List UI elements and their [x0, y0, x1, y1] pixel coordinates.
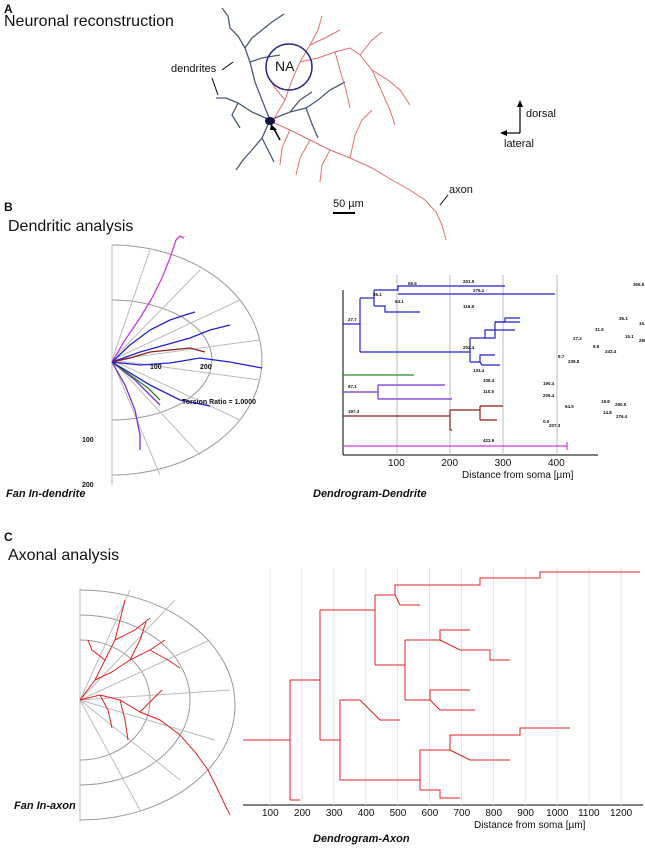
dendrogram-dendrite-tick-100: 100 — [388, 458, 405, 469]
dendrogram-dendrite-tick-300: 300 — [494, 458, 512, 469]
panel-c-title: Axonal analysis — [8, 547, 120, 564]
scale-bar-label: 50 µm — [333, 198, 364, 210]
fan-in-dendrite-caption: Fan In-dendrite — [6, 488, 86, 500]
dendrogram-axon-tick-100: 100 — [262, 808, 279, 819]
dendrite-branch-label: 276.4 — [616, 414, 628, 419]
dendrite-branch-label: 133.4 — [473, 368, 485, 373]
dendrite-branch-label: 19.8 — [601, 399, 610, 404]
fan-dendrite-tick-200-right: 200 — [200, 364, 212, 371]
dendrite-branch-label: 290.5 — [615, 402, 627, 407]
fan-in-axon-caption: Fan In-axon — [14, 800, 76, 812]
neuron-dendrites — [216, 7, 346, 171]
dendrite-branch-label: 422.9 — [483, 438, 495, 443]
dendrite-branch-label: 15.1 — [625, 334, 634, 339]
dendrite-branch-label: 207.3 — [549, 423, 561, 428]
dendrite-branch-label: 116.8 — [463, 304, 475, 309]
dendrogram-dendrite-tick-400: 400 — [548, 458, 565, 469]
dendrite-branch-label: 64.5 — [565, 404, 574, 409]
fan-dendrite-tick-100-right: 100 — [150, 364, 162, 371]
dendrogram-axon-tick-700: 700 — [453, 808, 471, 819]
dorsal-label: dorsal — [526, 108, 556, 120]
fan-dendrite-tick-200-bottom: 200 — [82, 482, 94, 489]
dendrites-label: dendrites — [171, 63, 217, 75]
dendrogram-axon-caption: Dendrogram-Axon — [313, 833, 410, 845]
soma-arrowhead — [270, 124, 277, 130]
dendrite-branch-label: 108.4 — [483, 378, 495, 383]
dendrogram-axon-tick-800: 800 — [485, 808, 503, 819]
dendrite-branch-label: 35.1 — [373, 292, 382, 297]
dendrogram-axon-tick-400: 400 — [357, 808, 375, 819]
axon-pointer — [439, 194, 449, 206]
dendrite-branch-label: 239.8 — [568, 359, 580, 364]
dendrogram-axon-tick-200: 200 — [293, 808, 311, 819]
compass-dorsal-arrow — [517, 100, 523, 107]
dendrite-branch-label: 67.1 — [348, 384, 357, 389]
dendrogram-axon-tick-1000: 1000 — [546, 808, 569, 819]
dendrogram-axon-grid — [269, 568, 622, 805]
fan-in-dendrite — [111, 235, 263, 485]
dendrite-branch-label: 27.2 — [573, 336, 582, 341]
dendrite-branch-label: 276.1 — [473, 288, 485, 293]
dendrogram-axon-tick-500: 500 — [389, 808, 407, 819]
dendrogram-dendrite-labels: 35.155.5201.5305.5276.1353.564.1116.827.… — [348, 279, 645, 443]
dendrite-branch-label: 27.7 — [348, 317, 357, 322]
dendrogram-axon — [243, 568, 643, 806]
fan-dendrite-tick-100-bottom: 100 — [82, 437, 94, 444]
dendrite-branch-label: 305.5 — [633, 282, 645, 287]
dendrite-branch-label: 202.4 — [463, 345, 475, 350]
dendrite-branch-label: 197.3 — [348, 409, 360, 414]
dendrite-branch-label: 201.5 — [463, 279, 475, 284]
dendrite-branch-label: 205.4 — [543, 393, 555, 398]
panel-b-letter: B — [4, 200, 13, 214]
dendrite-branch-label: 55.5 — [408, 281, 417, 286]
na-label: NA — [275, 58, 295, 74]
dendrite-branch-label: 110.5 — [483, 389, 495, 394]
panel-b-title: Dendritic analysis — [8, 218, 134, 235]
panel-a-letter: A — [4, 2, 13, 16]
dendrite-branch-label: 15.3 — [639, 321, 645, 326]
na-circle — [265, 43, 313, 91]
dendrogram-axon-tick-600: 600 — [421, 808, 439, 819]
dendrogram-axon-tick-1200: 1200 — [610, 808, 633, 819]
dendrite-branch-label: 243.4 — [605, 349, 617, 354]
dendrite-branch-label: 286.4 — [639, 338, 645, 343]
fan-in-axon — [79, 588, 236, 822]
axon-label: axon — [449, 184, 473, 196]
dendrite-branch-label: 9.5 — [593, 344, 600, 349]
dendrogram-dendrite: 35.155.5201.5305.5276.1353.564.1116.827.… — [342, 275, 645, 456]
neuron-axon — [267, 15, 447, 241]
dendrogram-axon-tick-1100: 1100 — [578, 808, 600, 819]
dendrite-branch-label: 0.0 — [543, 419, 550, 424]
dendrogram-dendrite-xlabel: Distance from soma [µm] — [462, 470, 574, 481]
panel-a-title: Neuronal reconstruction — [4, 13, 174, 30]
compass-lateral-arrow — [500, 130, 507, 136]
dendrite-branch-label: 8.7 — [558, 354, 565, 359]
dendrite-branch-label: 35.1 — [619, 316, 628, 321]
torsion-ratio-label: Torsion Ratio = 1.0000 — [182, 399, 256, 406]
panel-c-letter: C — [4, 530, 13, 544]
dendrite-branch-label: 190.4 — [543, 381, 555, 386]
dendrogram-dendrite-tick-200: 200 — [441, 458, 459, 469]
dendrogram-axon-tick-900: 900 — [517, 808, 534, 819]
dendrites-pointer-1 — [221, 61, 234, 71]
dendrogram-axon-tick-300: 300 — [325, 808, 343, 819]
dendrites-pointer-2 — [211, 77, 219, 96]
dendrite-branch-label: 64.1 — [395, 299, 404, 304]
dendrite-branch-label: 31.5 — [595, 327, 604, 332]
dendrogram-dendrite-caption: Dendrogram-Dendrite — [313, 488, 427, 500]
lateral-label: lateral — [504, 138, 534, 150]
dendrite-branch-label: 14.8 — [603, 410, 612, 415]
soma — [265, 117, 275, 125]
dendrogram-axon-xlabel: Distance from soma [µm] — [474, 820, 586, 831]
